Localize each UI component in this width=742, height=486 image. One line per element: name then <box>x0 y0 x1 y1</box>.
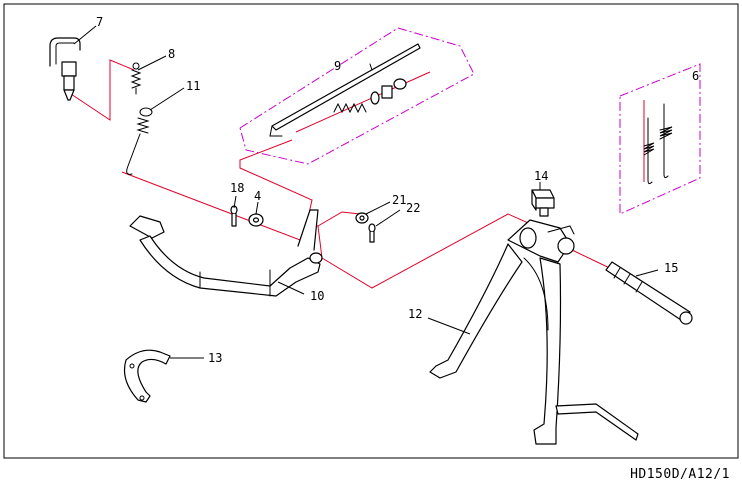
group-outline-9 <box>239 27 475 165</box>
callout-11: 11 <box>186 79 200 93</box>
callout-13: 13 <box>208 351 222 365</box>
part-15-shaft <box>605 261 693 325</box>
part-21-washer <box>355 212 369 224</box>
group-outline-6 <box>619 63 701 215</box>
callout-7: 7 <box>96 15 103 29</box>
callout-21: 21 <box>392 193 406 207</box>
callout-8: 8 <box>168 47 175 61</box>
callout-15: 15 <box>664 261 678 275</box>
callout-6: 6 <box>692 69 699 83</box>
part-4-washer <box>248 213 264 227</box>
part-13-clip <box>123 349 171 403</box>
callout-9: 9 <box>334 59 341 73</box>
part-7-switch <box>49 37 81 101</box>
part-22-bolt <box>368 223 376 243</box>
part-10-pedal-arm <box>129 209 323 297</box>
part-6-springs <box>643 103 673 185</box>
part-11-spring <box>126 107 153 175</box>
diagram-border <box>3 3 739 459</box>
callout-18: 18 <box>230 181 244 195</box>
part-14-stopper <box>531 189 555 217</box>
callout-10: 10 <box>310 289 324 303</box>
part-9-rod-assembly <box>269 43 421 137</box>
callout-12: 12 <box>408 307 422 321</box>
part-8-spring <box>130 62 142 95</box>
part-18-bolt <box>230 205 238 227</box>
leader-lines <box>73 25 659 359</box>
callout-14: 14 <box>534 169 548 183</box>
part-12-main-stand <box>429 219 639 445</box>
callout-4: 4 <box>254 189 261 203</box>
callout-22: 22 <box>406 201 420 215</box>
diagram-code: HD150D/A12/1 <box>630 467 730 482</box>
